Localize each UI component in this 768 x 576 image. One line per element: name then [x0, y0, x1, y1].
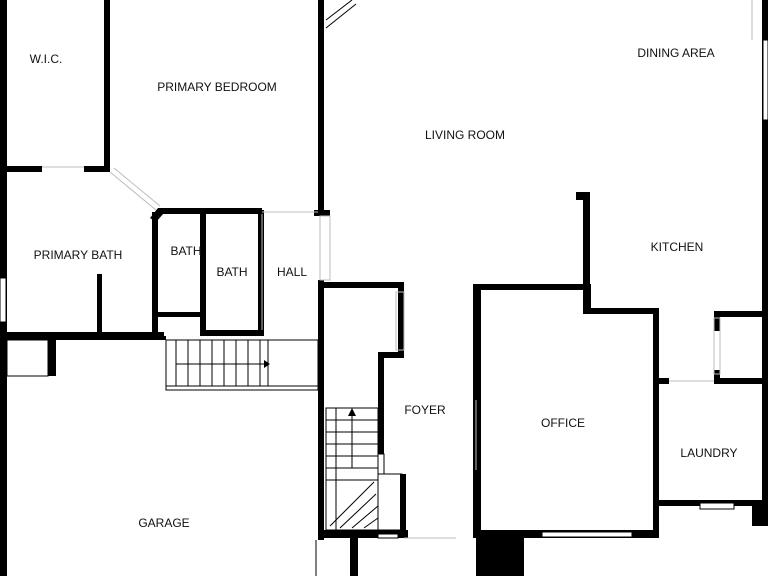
label-office: OFFICE [541, 416, 585, 430]
stair-winder [339, 493, 377, 529]
label-laundry: LAUNDRY [680, 446, 737, 460]
wall-office-right [653, 308, 659, 538]
wall-stair-right [400, 474, 406, 538]
wall-foyer-inner [378, 352, 404, 358]
wall-office-step [585, 308, 659, 314]
wall-entry-pillar [476, 538, 524, 576]
wall-laundry-top-stub2 [714, 370, 720, 384]
door-foyer-closet [395, 291, 405, 351]
wall-bedroom-bottom [158, 208, 262, 214]
wall-primary-bath-fixture [97, 274, 102, 332]
wall-right-exterior [762, 0, 768, 526]
door-openings [42, 0, 753, 539]
window-primary-bath-left [0, 277, 7, 323]
door-bedroom-diagonal [109, 171, 157, 211]
wall-garage-closet-right [48, 338, 56, 376]
stair-landing-right [377, 473, 403, 531]
wall-foyer-top-right [398, 282, 404, 354]
label-hall: HALL [277, 265, 307, 279]
label-garage: GARAGE [138, 516, 189, 530]
wall-front-left-pillar [350, 538, 358, 576]
label-dining-area: DINING AREA [637, 46, 714, 60]
label-primary-bath: PRIMARY BATH [34, 248, 123, 262]
wall-hall-top-stub [314, 210, 330, 216]
door-kitchen-side [713, 317, 721, 375]
wall-wic-bottom-left [0, 166, 42, 172]
window-foyer-bottom [377, 533, 399, 539]
stairs-upper-outline [165, 339, 319, 391]
wall-bath1-left [152, 212, 158, 336]
wall-right-lower [752, 506, 768, 526]
window-dining-right [762, 39, 768, 121]
stair-winder [363, 517, 379, 529]
wall-kitchen-partition [583, 192, 590, 314]
window-office-bottom [541, 531, 633, 538]
label-foyer: FOYER [404, 403, 446, 417]
garage-closet [6, 339, 49, 377]
stairs-upper [165, 339, 319, 391]
stair-landing [377, 453, 385, 475]
garage-outline [6, 339, 317, 576]
door-living-corner-1 [325, 0, 353, 21]
wall-laundry-top-right [714, 311, 764, 317]
wall-wic-bottom-right [84, 166, 110, 172]
door-living-corner-2 [325, 3, 357, 29]
wall-bath2-right [258, 210, 264, 334]
wall-foyer-top [318, 282, 404, 288]
wall-bath1-bottom [152, 312, 206, 317]
stair-arrow-up-icon [348, 408, 356, 416]
wall-garage-closet-stub [158, 336, 166, 340]
wall-primary-bath-diagonal [150, 208, 164, 222]
stair-winder [351, 505, 379, 529]
wall-laundry-top-stub [714, 311, 720, 331]
stair-winder [329, 481, 375, 527]
stair-arrow-right-icon [264, 360, 270, 368]
room-labels: W.I.C. PRIMARY BEDROOM LIVING ROOM DININ… [30, 46, 738, 530]
door-hall-jamb [319, 215, 331, 281]
wall-laundry-top-left [653, 378, 669, 384]
wall-bath1-right [200, 210, 206, 334]
wall-foyer-inner-vert [378, 352, 384, 454]
label-wic: W.I.C. [30, 52, 63, 66]
window-laundry-bottom [699, 502, 735, 510]
windows [0, 39, 768, 539]
wall-wic-right [104, 0, 110, 170]
door-bedroom-diagonal-2 [113, 167, 161, 207]
wall-bath-bottom [200, 330, 264, 336]
wall-office-left [473, 284, 481, 538]
label-living-room: LIVING ROOM [425, 128, 505, 142]
label-primary-bedroom: PRIMARY BEDROOM [157, 80, 277, 94]
label-bath-2: BATH [216, 265, 247, 279]
wall-primary-bath-bottom [0, 332, 164, 340]
label-kitchen: KITCHEN [651, 240, 704, 254]
wall-laundry-top [714, 378, 764, 384]
wall-bedroom-right [318, 0, 324, 214]
wall-hall-right [318, 280, 324, 540]
label-bath-1: BATH [170, 244, 201, 258]
wall-office-top [473, 284, 587, 290]
stairs-foyer [325, 407, 403, 531]
wall-stair-bottom [318, 530, 408, 538]
